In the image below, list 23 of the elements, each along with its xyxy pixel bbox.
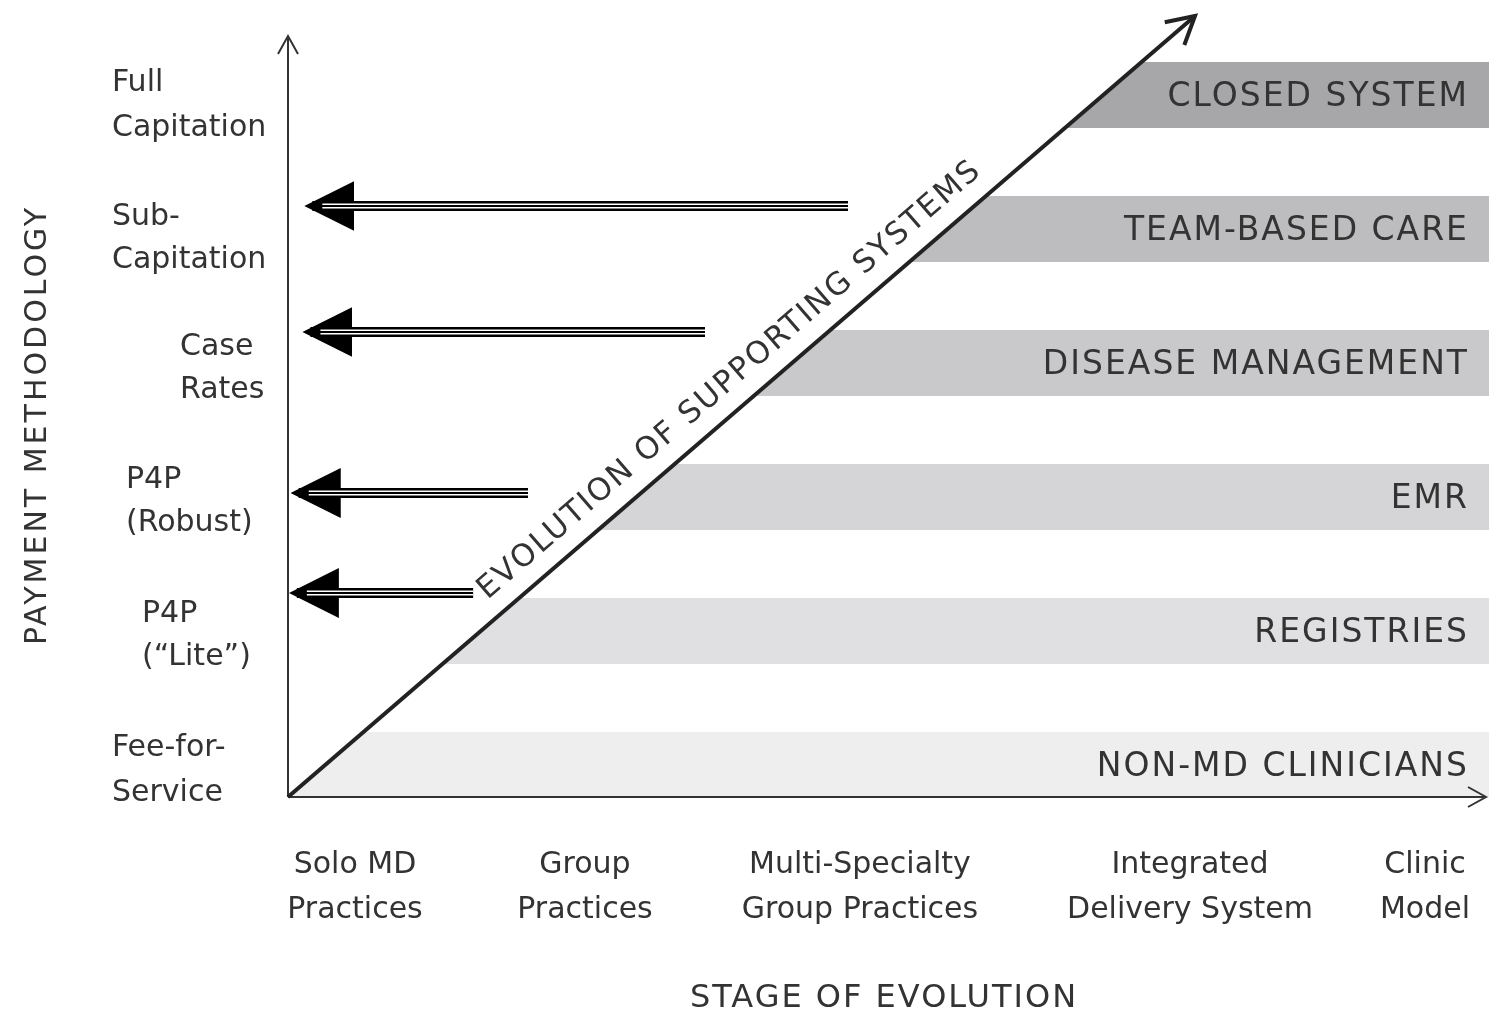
band-label: EMR [1390, 476, 1469, 518]
axis-tick-label: Group Practices [516, 844, 654, 927]
payment-label: Sub-Capitation [112, 193, 282, 279]
arrow [288, 568, 474, 618]
arrow [302, 307, 706, 357]
arrow [304, 181, 849, 231]
axis-tick-label: Solo MD Practices [286, 844, 424, 927]
axis-tick-label: Integrated Delivery System [1066, 844, 1314, 927]
payment-label: Case Rates [180, 323, 300, 409]
band-label: TEAM-BASED CARE [1123, 208, 1469, 250]
band-label: NON-MD CLINICIANS [1096, 744, 1469, 786]
arrow [290, 468, 529, 518]
axis-tick-label: Fee-for-Service [112, 727, 227, 810]
band-label: REGISTRIES [1254, 610, 1469, 652]
payment-label: P4P (“Lite”) [142, 590, 292, 676]
axis-tick-label: Full Capitation [112, 62, 268, 145]
axis-title: PAYMENT METHODOLOGY [18, 204, 52, 646]
band-label: CLOSED SYSTEM [1167, 74, 1469, 116]
axis-title: STAGE OF EVOLUTION [689, 979, 1079, 1012]
axis-tick-label: Clinic Model [1378, 844, 1472, 927]
axis-tick-label: Multi-Specialty Group Practices [740, 844, 980, 927]
band-label: DISEASE MANAGEMENT [1042, 342, 1469, 384]
payment-label: P4P (Robust) [126, 456, 276, 542]
